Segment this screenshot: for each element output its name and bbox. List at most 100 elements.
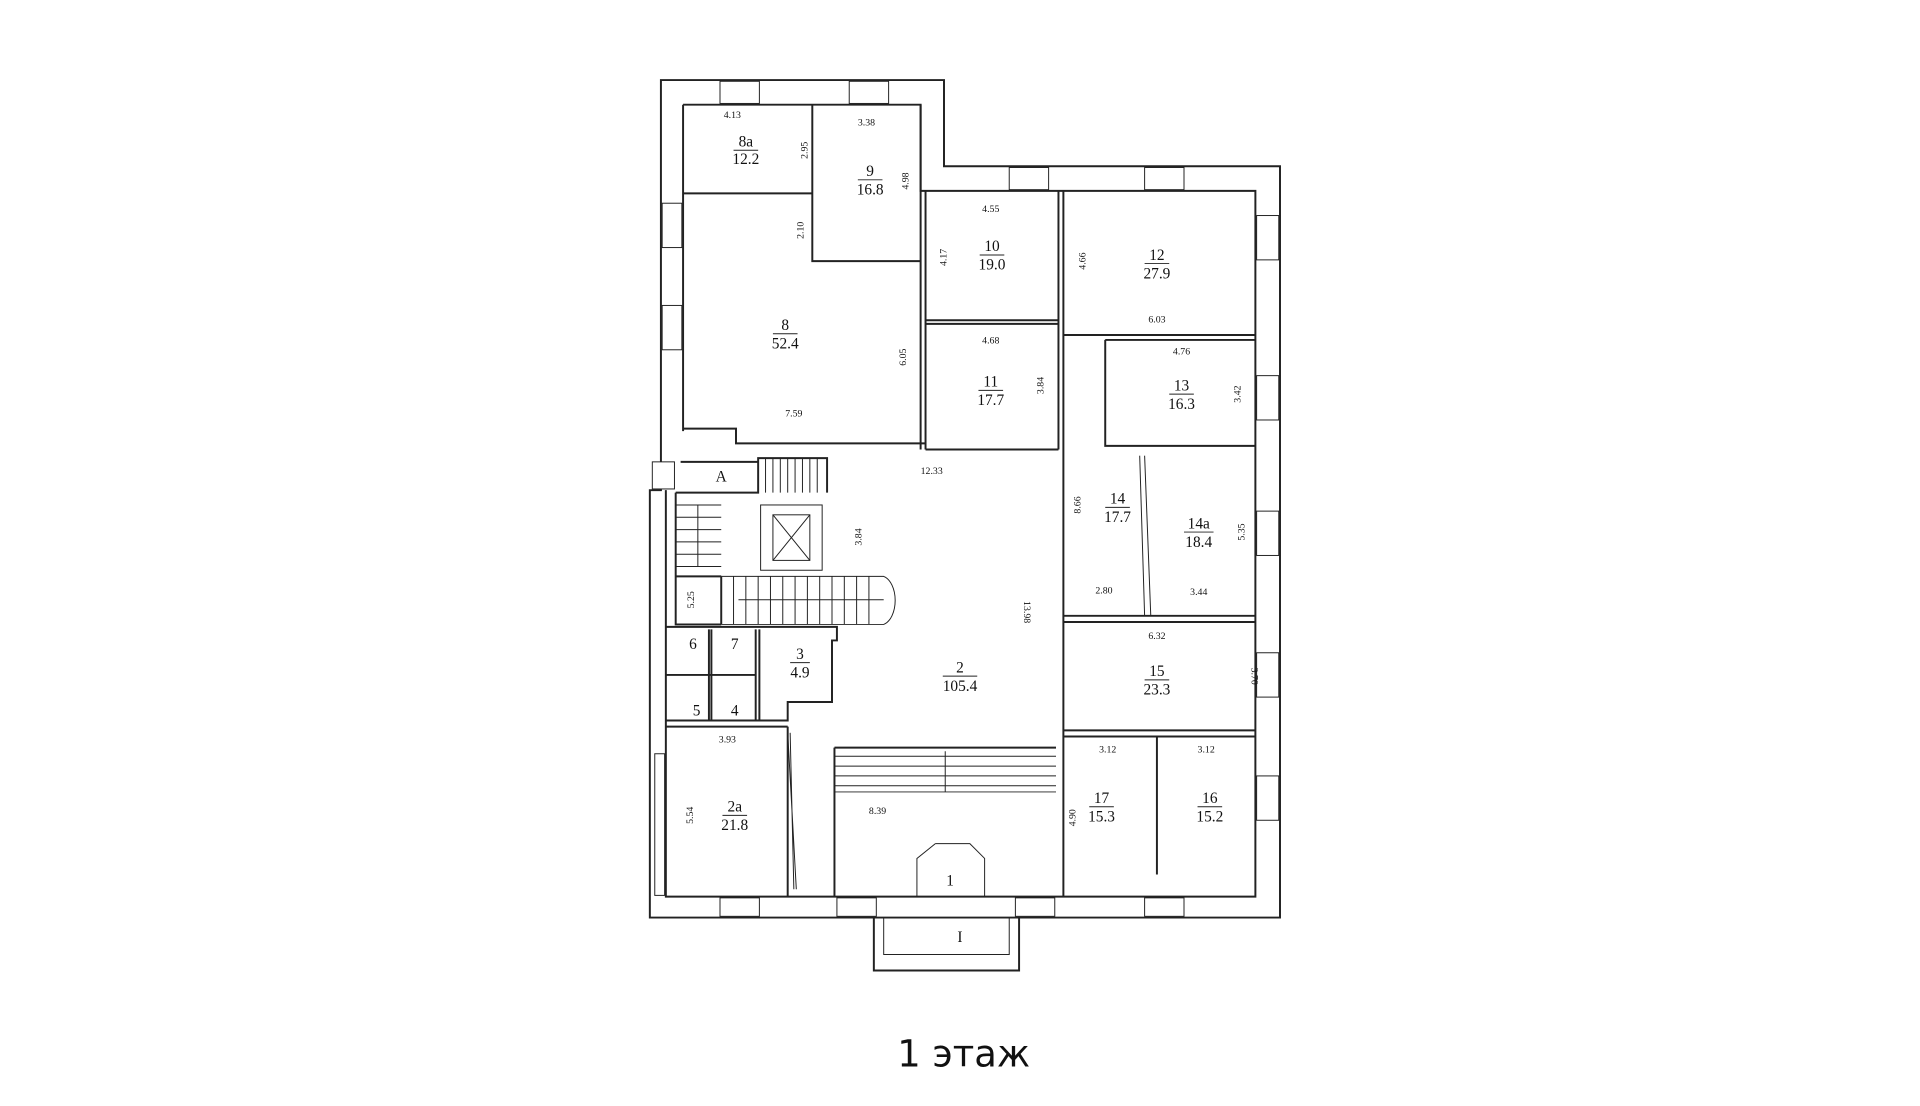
stair-marker-a: A — [716, 469, 727, 486]
room-4: 4 — [731, 703, 739, 720]
plan-label: 21.8 — [721, 817, 748, 834]
plan-label: 14 — [1110, 491, 1126, 508]
plan-label: 2.80 — [1095, 586, 1112, 597]
plan-label: 17 — [1094, 790, 1110, 807]
plan-label: 52.4 — [772, 336, 799, 353]
plan-label: 13.98 — [1021, 601, 1032, 623]
plan-label: 6.03 — [1148, 315, 1165, 326]
plan-line — [683, 427, 926, 445]
plan-line — [1256, 510, 1280, 556]
plan-label: 8 — [781, 317, 789, 334]
plan-line — [925, 448, 1256, 738]
plan-label: 6.05 — [898, 348, 909, 365]
entrance-marker: 1 — [946, 873, 954, 890]
plan-label: 10 — [984, 238, 1000, 255]
plan-line — [1256, 215, 1280, 261]
plan-label: 23.3 — [1143, 682, 1170, 699]
plan-label: 4.55 — [982, 204, 999, 215]
plan-label: 27.9 — [1143, 265, 1170, 282]
plan-line — [721, 575, 896, 625]
plan-label: 11 — [983, 374, 998, 391]
room-2: 2 105.4 — [943, 659, 978, 694]
porch — [872, 917, 1021, 972]
plan-line — [883, 917, 1010, 956]
plan-line — [675, 504, 722, 568]
room-7: 7 — [731, 636, 739, 653]
plan-line — [1256, 652, 1280, 698]
plan-label: 3.44 — [1190, 587, 1207, 598]
plan-line — [772, 514, 811, 561]
plan-label: 3.42 — [1233, 385, 1244, 402]
plan-label: 4.13 — [724, 110, 741, 121]
plan-label: 18.4 — [1185, 534, 1212, 551]
plan-label: 3.70 — [1249, 668, 1260, 685]
plan-line — [1144, 167, 1185, 191]
plan-label: 3.93 — [719, 735, 736, 746]
plan-label: 4.90 — [1068, 809, 1079, 826]
plan-label: 4.66 — [1078, 252, 1089, 269]
plan-label: 2 — [956, 659, 964, 676]
room-5: 5 — [693, 703, 701, 720]
plan-label: 16 — [1202, 790, 1218, 807]
plan-line — [848, 80, 890, 104]
plan-label: 3.84 — [1036, 377, 1047, 394]
plan-line — [1014, 897, 1056, 917]
plan-label: 4.76 — [1173, 347, 1190, 358]
plan-label: 4.68 — [982, 336, 999, 347]
plan-label: 2.95 — [799, 142, 810, 159]
plan-label: 2a — [728, 799, 743, 816]
plan-line — [661, 304, 683, 351]
plan-line — [661, 202, 683, 249]
plan-label: 15.3 — [1088, 808, 1115, 825]
plan-line — [836, 897, 877, 917]
plan-label: 8.66 — [1073, 496, 1084, 513]
room-9: 916.8 — [857, 163, 884, 198]
plan-label: 5.54 — [685, 807, 696, 824]
plan-line — [772, 514, 811, 561]
plan-label: 9 — [866, 163, 874, 180]
plan-label: 7.59 — [785, 408, 802, 419]
plan-line — [733, 576, 884, 625]
plan-line — [916, 843, 986, 897]
plan-label: 5.25 — [686, 591, 697, 608]
plan-line — [664, 103, 1257, 898]
windows — [651, 80, 1280, 917]
plan-label: 12.33 — [921, 466, 943, 477]
plan-line — [1256, 775, 1280, 821]
dimension-labels: 4.13 2.95 3.38 4.98 2.10 6.05 7.59 4.55 … — [685, 110, 1260, 826]
plan-label: 3.38 — [858, 118, 875, 129]
room-6: 6 — [689, 636, 697, 653]
room-3: 34.9 — [790, 646, 810, 681]
plan-label: 3.12 — [1198, 745, 1215, 756]
plan-label: 4.9 — [790, 664, 810, 681]
plan-line — [787, 732, 797, 890]
porch-marker: I — [957, 929, 962, 946]
plan-label: 16.8 — [857, 182, 884, 199]
plan-line — [651, 461, 675, 490]
plan-label: 13 — [1174, 377, 1190, 394]
plan-line — [1144, 897, 1185, 917]
plan-label: 3 — [796, 646, 804, 663]
plan-label: 16.3 — [1168, 396, 1195, 413]
plan-line — [719, 80, 760, 104]
plan-label: 17.7 — [1104, 509, 1131, 526]
plan-label: 2.10 — [796, 222, 807, 239]
plan-label: 8.39 — [869, 806, 886, 817]
plan-label: 19.0 — [979, 257, 1006, 274]
plan-label: 15.2 — [1196, 808, 1223, 825]
plan-label: 5.35 — [1236, 523, 1247, 540]
plan-label: 105.4 — [943, 678, 978, 695]
plan-label: 12.2 — [732, 151, 759, 168]
plan-line — [1256, 375, 1280, 421]
plan-label: 17.7 — [977, 392, 1004, 409]
plan-line — [760, 504, 823, 571]
